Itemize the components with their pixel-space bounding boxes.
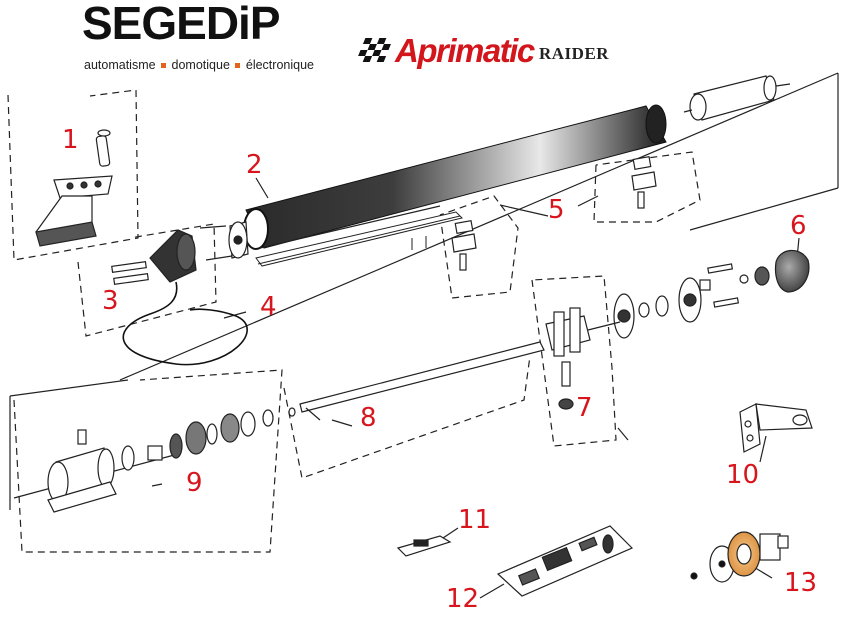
callout-1: 1 (62, 125, 79, 155)
control-board (496, 525, 634, 597)
cylinder-tube (243, 104, 667, 250)
callout-9: 9 (186, 468, 203, 498)
callout-12: 12 (446, 584, 480, 614)
group-frame-3 (77, 223, 217, 337)
callout-3: 3 (102, 286, 119, 316)
tagline-part: domotique (171, 58, 230, 72)
screw-shaft (288, 341, 545, 421)
end-cap (613, 249, 810, 339)
brand-title: SEGEDiP (82, 0, 281, 49)
callout-10: 10 (726, 460, 760, 490)
pivot-bracket (35, 129, 113, 247)
callout-2: 2 (246, 150, 263, 180)
group-frame-5 (439, 195, 519, 299)
rear-cover (111, 205, 441, 286)
front-attachment (545, 307, 621, 410)
tagline-part: automatisme (84, 58, 156, 72)
front-bracket (739, 403, 813, 453)
callout-8: 8 (360, 403, 377, 433)
callout-11: 11 (458, 505, 492, 535)
callout-7: 7 (576, 393, 593, 423)
brand-tagline: automatisme domotique électronique (84, 58, 314, 72)
tagline-dot (235, 63, 241, 68)
motor-cylinder (683, 75, 791, 121)
group-frame-5b (593, 151, 701, 223)
callout-4: 4 (260, 292, 277, 322)
callout-13: 13 (784, 568, 818, 598)
segedip-logo: SEGEDiP automatisme domotique électroniq… (80, 0, 342, 80)
motor-gear-assembly (47, 409, 274, 513)
group-frame-7 (531, 275, 617, 447)
aprimatic-logo: Aprimatic RAIDER (357, 32, 617, 74)
callout-6: 6 (790, 211, 807, 241)
tagline-dot (161, 63, 167, 68)
leader-lines (223, 177, 800, 599)
callout-5: 5 (548, 195, 565, 225)
plane-lines (9, 72, 839, 510)
checkered-flag-icon (358, 38, 391, 62)
group-frame-9 (13, 369, 283, 553)
model-name: RAIDER (539, 44, 610, 63)
group-frame-8 (283, 355, 531, 479)
partner-brand: Aprimatic (395, 32, 535, 69)
group-frames (7, 89, 701, 553)
group-frame-1 (7, 89, 139, 261)
tagline-part: électronique (245, 58, 314, 72)
cable (122, 281, 248, 366)
mounting-clamp (451, 155, 657, 271)
small-board (396, 535, 452, 557)
release-nut (690, 531, 789, 583)
rail-profile (255, 211, 463, 267)
